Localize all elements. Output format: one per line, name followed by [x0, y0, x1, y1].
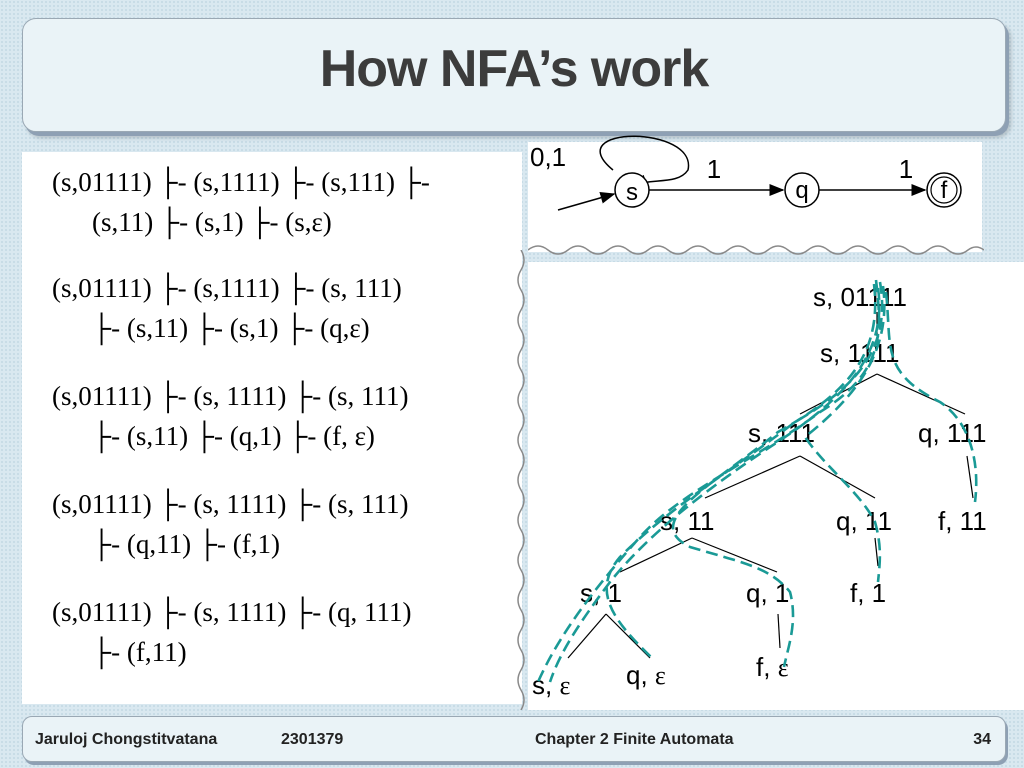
tree-edge	[777, 613, 781, 649]
tree-node-q-11: q, 11	[836, 506, 892, 536]
computation-tree: s, 01111 s, 1111 s, 111 q, 111 s, 11 q, …	[532, 279, 987, 700]
computation-paths	[536, 279, 978, 683]
footer-page-number: 34	[973, 731, 991, 748]
path-to-f-eps	[671, 283, 877, 668]
derivation-line: (s,11) ├- (s,1) ├- (s,ε)	[92, 207, 332, 237]
state-f	[926, 172, 962, 208]
derivation-line: ├- (f,11)	[92, 637, 187, 667]
edge-s-q-label: 1	[707, 154, 721, 184]
footer-course: 2301379	[281, 731, 344, 748]
derivation-line: ├- (s,11) ├- (q,1) ├- (f, ε)	[92, 421, 375, 451]
tree-node-q-eps: q, ε	[626, 660, 666, 690]
tree-node-s-eps: s, ε	[532, 670, 570, 700]
tree-edge	[691, 537, 778, 573]
loop-label: 0,1	[530, 142, 566, 172]
footer-author: Jaruloj Chongstitvatana	[35, 731, 218, 748]
tree-edge	[874, 537, 879, 567]
tree-edge	[567, 613, 607, 659]
state-q-label: q	[795, 177, 808, 204]
tree-edge	[605, 613, 651, 659]
derivation-3: (s,01111) ├- (s, 1111) ├- (s, 111) ├- (s…	[52, 376, 532, 456]
start-arrow	[557, 191, 616, 211]
footer: Jaruloj Chongstitvatana 2301379 Chapter …	[22, 716, 1006, 762]
title-box: How NFA’s work	[22, 18, 1006, 132]
torn-edge	[517, 250, 525, 710]
tree-node-f-eps: f, ε	[756, 652, 789, 682]
torn-edge	[528, 245, 984, 255]
derivation-line: (s,01111) ├- (s,1111) ├- (s, 111)	[52, 273, 402, 303]
automaton-diagram: 0,1 s q f 1 1	[530, 135, 962, 211]
tree-node-s-01111: s, 01111	[813, 282, 907, 312]
tree-labels: s, 01111 s, 1111 s, 111 q, 111 s, 11 q, …	[532, 282, 987, 700]
derivations-panel: (s,01111) ├- (s,1111) ├- (s,111) ├- (s,1…	[22, 152, 522, 704]
path-to-f-11	[884, 291, 978, 503]
tree-edge	[799, 455, 876, 499]
edge-q-f-label: 1	[899, 154, 913, 184]
footer-chapter: Chapter 2 Finite Automata	[535, 731, 734, 748]
tree-node-q-111: q, 111	[918, 418, 986, 448]
derivation-line: (s,01111) ├- (s,1111) ├- (s,111) ├-	[52, 167, 430, 197]
tree-edge	[876, 373, 966, 415]
derivation-2: (s,01111) ├- (s,1111) ├- (s, 111) ├- (s,…	[52, 268, 532, 348]
state-s-label: s	[626, 179, 638, 206]
slide-title: How NFA’s work	[319, 40, 710, 98]
tree-node-q-1: q, 1	[746, 578, 789, 608]
tree-edge	[704, 455, 801, 499]
computation-tree-panel	[528, 262, 1024, 710]
path-to-f-1	[803, 285, 886, 583]
tree-edge	[619, 537, 693, 573]
derivation-1: (s,01111) ├- (s,1111) ├- (s,111) ├- (s,1…	[52, 162, 532, 242]
tree-node-f-11: f, 11	[938, 506, 987, 536]
derivation-line: (s,01111) ├- (s, 1111) ├- (s, 111)	[52, 381, 409, 411]
tree-node-f-1: f, 1	[850, 578, 886, 608]
derivation-line: ├- (q,11) ├- (f,1)	[92, 529, 280, 559]
derivation-line: ├- (s,11) ├- (s,1) ├- (q,ε)	[92, 313, 370, 343]
derivation-line: (s,01111) ├- (s, 1111) ├- (q, 111)	[52, 597, 412, 627]
state-f-accept-ring	[930, 176, 958, 204]
derivation-4: (s,01111) ├- (s, 1111) ├- (s, 111) ├- (q…	[52, 484, 532, 564]
tree-edge	[966, 455, 974, 499]
loop-edge	[599, 135, 690, 187]
state-f-label: f	[941, 177, 948, 204]
derivation-line: (s,01111) ├- (s, 1111) ├- (s, 111)	[52, 489, 409, 519]
derivation-5: (s,01111) ├- (s, 1111) ├- (q, 111) ├- (f…	[52, 592, 532, 672]
